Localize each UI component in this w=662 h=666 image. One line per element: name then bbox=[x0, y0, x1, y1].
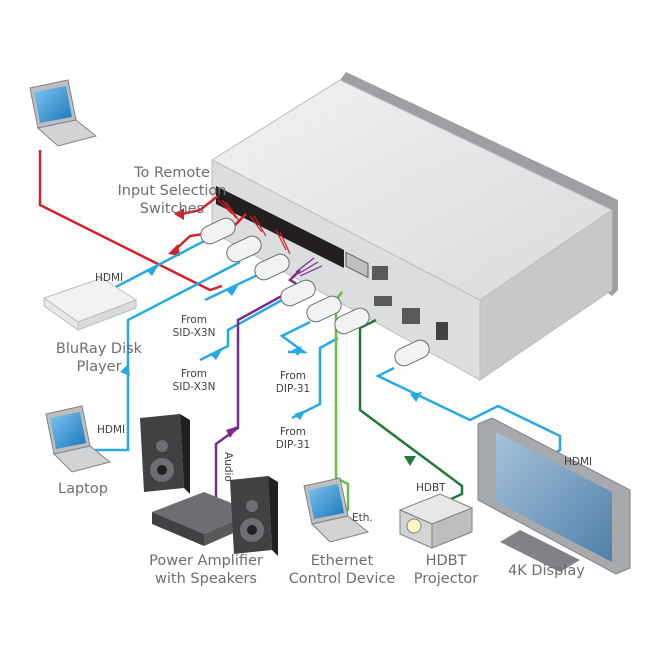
label-line: Projector bbox=[413, 571, 479, 587]
hdbt-cable bbox=[358, 318, 464, 506]
hdmi-port bbox=[374, 296, 392, 306]
label-line: DIP-31 bbox=[275, 439, 311, 451]
laptop-icon bbox=[45, 405, 112, 473]
eth-label: Eth. bbox=[352, 512, 373, 524]
arrow-icon bbox=[410, 392, 422, 402]
dip-cable-2 bbox=[291, 336, 339, 420]
label-line: Switches bbox=[139, 201, 205, 217]
power-connector bbox=[436, 322, 448, 340]
arrow-icon bbox=[226, 426, 238, 438]
arrow-icon bbox=[120, 364, 130, 376]
label-line: DIP-31 bbox=[275, 383, 311, 395]
label-line: Power Amplifier bbox=[149, 553, 263, 569]
audio-label: Audio bbox=[222, 452, 234, 482]
arrow-icon bbox=[210, 350, 222, 360]
dip-1-label: From DIP-31 bbox=[266, 370, 320, 396]
red-fan-wires bbox=[217, 199, 291, 255]
speaker-right-icon bbox=[230, 476, 278, 556]
arrow-icon bbox=[174, 208, 184, 220]
arrow-icon bbox=[226, 286, 238, 296]
ethernet-laptop-icon bbox=[303, 477, 370, 543]
hdbt-label: HDBT bbox=[416, 482, 446, 494]
ethernet-device-label: Ethernet Control Device bbox=[282, 552, 402, 588]
label-line: Input Selection bbox=[117, 183, 227, 199]
arrow-icon bbox=[294, 410, 306, 420]
arrow-icon bbox=[404, 456, 416, 466]
arrow-icon bbox=[292, 346, 302, 356]
amplifier-label: Power Amplifier with Speakers bbox=[136, 552, 276, 588]
label-line: Control Device bbox=[288, 571, 396, 587]
terminal-blocks bbox=[216, 186, 344, 268]
bluray-player-icon bbox=[42, 277, 138, 331]
label-line: To Remote bbox=[134, 165, 210, 181]
label-line: SID-X3N bbox=[172, 327, 216, 339]
label-line: Ethernet bbox=[310, 553, 374, 569]
label-line: From bbox=[180, 314, 207, 326]
label-line: SID-X3N bbox=[172, 381, 216, 393]
ports bbox=[345, 251, 448, 340]
speaker-left-icon bbox=[140, 414, 190, 494]
label-line: From bbox=[279, 370, 306, 382]
sid-1-label: From SID-X3N bbox=[162, 314, 226, 340]
sid-cable-1 bbox=[204, 270, 265, 302]
chassis-side bbox=[479, 209, 613, 381]
label-line: with Speakers bbox=[155, 571, 257, 587]
remote-switches-label: To Remote Input Selection Switches bbox=[102, 164, 242, 218]
hdmi-laptop-label: HDMI bbox=[97, 424, 126, 436]
label-line: From bbox=[279, 426, 306, 438]
dip-cable-1 bbox=[279, 320, 311, 354]
audio-cable bbox=[205, 269, 303, 508]
rs232-laptop-icon bbox=[29, 79, 98, 147]
sid-2-label: From SID-X3N bbox=[162, 368, 226, 394]
arrow-icon bbox=[146, 266, 158, 276]
label-line: From bbox=[180, 368, 207, 380]
remote-switch-cable-1 bbox=[181, 195, 219, 216]
ethernet-port bbox=[372, 266, 388, 280]
laptop-label: Laptop bbox=[58, 481, 108, 497]
label-line: Player bbox=[76, 359, 122, 375]
display-label: 4K Display bbox=[508, 563, 585, 579]
hdmi-display-label: HDMI bbox=[564, 456, 593, 468]
switcher-device bbox=[210, 72, 618, 381]
arrow-icon bbox=[168, 244, 180, 256]
label-line: HDBT bbox=[425, 553, 467, 569]
display-icon bbox=[477, 417, 631, 575]
bluray-label: BluRay Disk Player bbox=[44, 340, 154, 376]
rs232-cable bbox=[38, 150, 223, 292]
projector-label: HDBT Projector bbox=[406, 552, 486, 588]
projector-icon bbox=[398, 493, 474, 549]
dip-2-label: From DIP-31 bbox=[266, 426, 320, 452]
hdbt-port bbox=[402, 308, 420, 324]
hdmi-plugs bbox=[200, 217, 430, 367]
label-line: BluRay Disk bbox=[55, 341, 143, 357]
hdmi-laptop-cable bbox=[95, 260, 241, 452]
hdmi-bluray-label: HDMI bbox=[95, 272, 124, 284]
purple-fan-wires bbox=[295, 257, 323, 277]
hdmi-display-cable bbox=[375, 366, 562, 458]
